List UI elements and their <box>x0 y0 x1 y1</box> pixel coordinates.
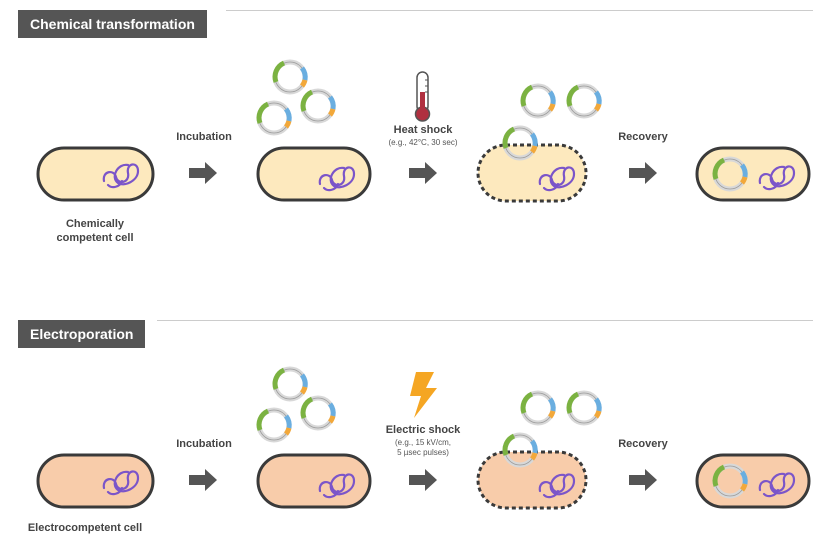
start-caption-electro: Electrocompetent cell <box>27 522 143 534</box>
step-recovery-label-chemical: Recovery <box>618 131 668 143</box>
competent-cell-electro <box>36 453 155 509</box>
row-electroporation <box>36 369 811 510</box>
plasmid-icon <box>303 91 333 121</box>
electric-shock-detail-line1: (e.g., 15 kV/cm, <box>394 438 452 447</box>
step-heat-shock-label: Heat shock <box>393 124 453 136</box>
arrow-right-icon <box>189 162 217 184</box>
start-caption-line2-chemical: competent cell <box>56 232 134 244</box>
plasmid-icon <box>259 410 289 440</box>
section-title-electroporation: Electroporation <box>18 320 146 348</box>
electric-shock-detail-line2: 5 µsec pulses) <box>397 448 449 457</box>
plasmid-icon <box>275 369 305 399</box>
plasmid-icon <box>523 86 553 116</box>
step-incubation-label-chemical: Incubation <box>176 131 232 143</box>
step-incubation-label-electro: Incubation <box>176 438 232 450</box>
row-chemical <box>36 62 811 203</box>
step-recovery-label-electro: Recovery <box>618 438 668 450</box>
arrow-right-icon <box>629 162 657 184</box>
lightning-bolt-icon <box>410 372 437 418</box>
start-caption-line1-chemical: Chemically <box>65 218 125 230</box>
heat-shock-detail: (e.g., 42°C, 30 sec) <box>388 138 458 147</box>
arrow-right-icon <box>409 469 437 491</box>
arrow-right-icon <box>629 469 657 491</box>
step-electric-shock-label: Electric shock <box>385 424 461 436</box>
section-title-chemical: Chemical transformation <box>18 10 207 38</box>
plasmid-icon <box>569 86 599 116</box>
competent-cell-chemical <box>36 146 155 202</box>
plasmid-icon <box>569 393 599 423</box>
plasmid-icon <box>523 393 553 423</box>
thermometer-icon <box>414 71 431 122</box>
plasmid-icon <box>303 398 333 428</box>
plasmid-icon <box>259 103 289 133</box>
section-divider-electroporation <box>157 320 813 321</box>
arrow-right-icon <box>189 469 217 491</box>
section-divider-chemical <box>226 10 813 11</box>
arrow-right-icon <box>409 162 437 184</box>
plasmid-icon <box>275 62 305 92</box>
